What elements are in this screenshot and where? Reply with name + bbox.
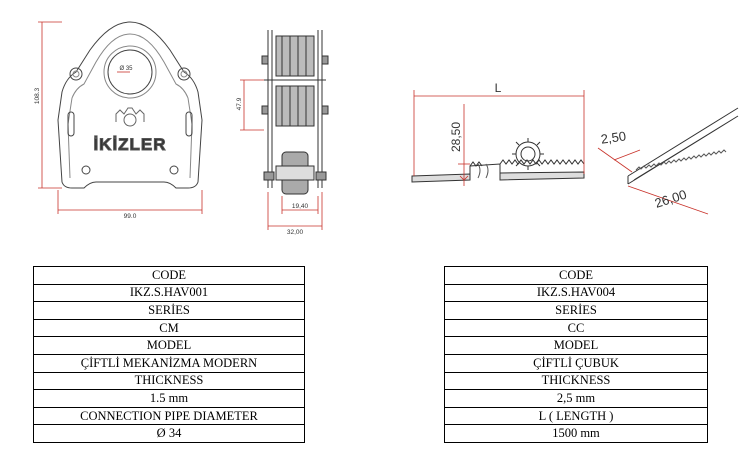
table-row: MODEL — [444, 336, 708, 355]
cell-series-value: CC — [444, 318, 708, 338]
gear-logo-icon — [115, 107, 145, 122]
cell-length-value: 1500 mm — [444, 424, 708, 443]
spec-table-right: CODE IKZ.S.HAV004 SERİES CC MODEL ÇİFTLİ… — [444, 266, 708, 443]
dim-rack-thickness: 2,50 — [600, 128, 627, 146]
dim-rack-width: 26,00 — [653, 187, 689, 211]
dim-front-width: 99.0 — [124, 213, 137, 220]
brand-text: İKİZLER — [93, 135, 166, 154]
cell-diameter-value: Ø 34 — [33, 424, 305, 443]
table-row: CODE — [444, 266, 708, 285]
cell-diameter-label: CONNECTION PIPE DIAMETER — [33, 406, 305, 426]
table-row: CC — [444, 318, 708, 338]
cell-series-label: SERİES — [444, 301, 708, 320]
table-row: CONNECTION PIPE DIAMETER — [33, 406, 305, 426]
cell-thickness-label: THICKNESS — [444, 371, 708, 391]
mechanism-front-view — [57, 21, 203, 189]
cell-model-value: ÇİFTLİ ÇUBUK — [444, 353, 708, 373]
cell-model-label: MODEL — [33, 336, 305, 355]
table-row: IKZ.S.HAV001 — [33, 283, 305, 303]
mechanism-side-view — [261, 30, 329, 195]
table-row: THICKNESS — [33, 371, 305, 391]
mount-hole-left — [69, 67, 83, 81]
cell-series-label: SERİES — [33, 301, 305, 320]
cell-model-value: ÇİFTLİ MEKANİZMA MODERN — [33, 353, 305, 373]
dim-bore: Ø 35 — [119, 66, 133, 72]
rack-section-view — [627, 107, 739, 185]
table-row: MODEL — [33, 336, 305, 355]
rack-side-view — [411, 138, 585, 183]
table-row: THICKNESS — [444, 371, 708, 391]
dim-front-height: 108.3 — [34, 87, 41, 104]
cell-thickness-label: THICKNESS — [33, 371, 305, 391]
pinion-gear — [515, 141, 541, 167]
cell-series-value: CM — [33, 318, 305, 338]
mechanism-body-outline — [57, 21, 203, 189]
cell-length-label: L ( LENGTH ) — [444, 406, 708, 426]
table-row: SERİES — [444, 301, 708, 320]
pipe-bore — [107, 49, 153, 95]
table-row: ÇİFTLİ MEKANİZMA MODERN — [33, 353, 305, 373]
table-row: ÇİFTLİ ÇUBUK — [444, 353, 708, 373]
mount-hole-right — [177, 67, 191, 81]
technical-drawing: İKİZLER Ø 35 108.3 99.0 — [34, 21, 739, 236]
table-row: CM — [33, 318, 305, 338]
table-row: 1.5 mm — [33, 389, 305, 408]
dim-rack-length: L — [495, 81, 502, 95]
cell-code-label: CODE — [444, 266, 708, 285]
cell-code-value: IKZ.S.HAV001 — [33, 283, 305, 303]
dim-rack-height: 28,50 — [449, 122, 463, 152]
cell-code-value: IKZ.S.HAV004 — [444, 283, 708, 303]
dim-side-inner: 19,40 — [292, 203, 309, 210]
rack-section-teeth — [635, 149, 727, 171]
cell-model-label: MODEL — [444, 336, 708, 355]
table-row: Ø 34 — [33, 424, 305, 443]
table-row: IKZ.S.HAV004 — [444, 283, 708, 303]
rack-teeth — [469, 159, 585, 167]
table-row: CODE — [33, 266, 305, 285]
table-row: 1500 mm — [444, 424, 708, 443]
dim-side-width: 32,00 — [287, 229, 304, 236]
cell-thickness-value: 1.5 mm — [33, 389, 305, 408]
table-row: L ( LENGTH ) — [444, 406, 708, 426]
spec-table-left: CODE IKZ.S.HAV001 SERİES CM MODEL ÇİFTLİ… — [33, 266, 305, 443]
cell-thickness-value: 2,5 mm — [444, 389, 708, 408]
table-row: 2,5 mm — [444, 389, 708, 408]
table-row: SERİES — [33, 301, 305, 320]
cell-code-label: CODE — [33, 266, 305, 285]
dim-side-height: 47.9 — [236, 97, 243, 110]
